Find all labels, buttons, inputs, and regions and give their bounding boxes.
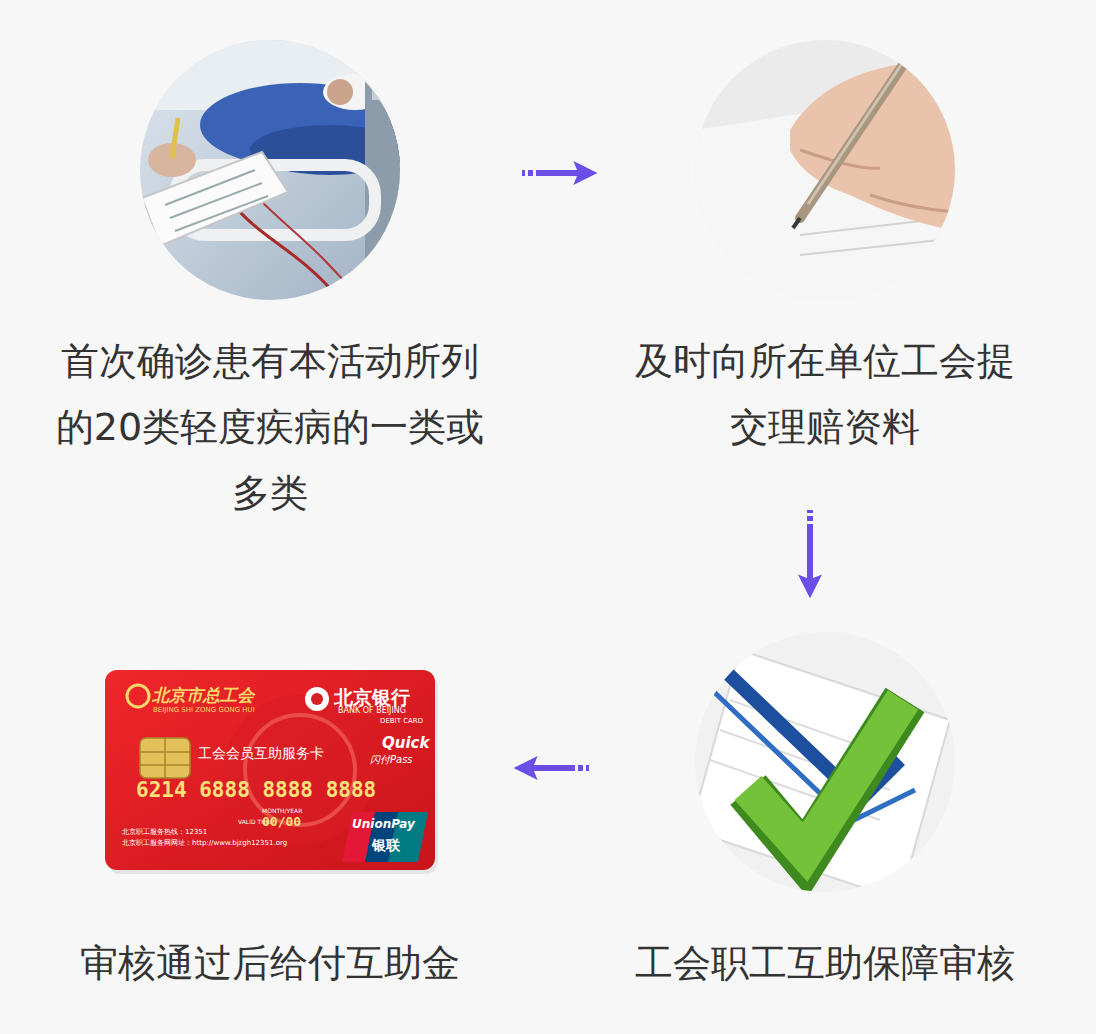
step-caption: 及时向所在单位工会提交理赔资料 [620,328,1030,460]
card-text: UnionPay [352,818,415,831]
step-caption: 审核通过后给付互助金 [45,930,495,996]
illustration-part [793,218,800,228]
illustration-part [140,40,400,300]
card-text: 6214 6888 8888 8888 [136,779,376,802]
card-text: MONTH/YEAR [262,808,302,815]
illustration-part [311,693,323,705]
illustration-part [105,670,435,870]
illustration-part [140,738,190,778]
card-text: BEIJING SHI ZONG GONG HUI [153,707,255,715]
illustration-part [808,62,903,204]
illustration-part [790,60,955,230]
step-caption: 首次确诊患有本活动所列的20类轻度疾病的一类或多类 [45,328,495,526]
check-photo [690,632,955,900]
flow-arrow [522,170,589,176]
illustration-part [260,200,360,300]
illustration-part [695,40,955,300]
flow-arrow [522,765,589,771]
illustration-part [870,195,955,212]
card-text: 闪付Pass [370,754,413,765]
flow-arrow [807,510,813,590]
hospital-photo [140,40,410,300]
card-text: 银联 [372,838,400,853]
illustration-part [365,40,405,300]
step-node: 及时向所在单位工会提交理赔资料 [595,38,1055,470]
illustration-part [800,220,930,235]
illustration-part [127,685,149,707]
card-text: BANK OF BEIJING [338,707,406,716]
illustration-part [170,183,262,218]
bank-card [105,670,438,874]
card-text: 北京职工服务网网址：http://www.bjzgh12351.org [122,840,287,848]
illustration-part [172,118,178,158]
illustration-part [800,62,905,218]
card-text: Quick [382,735,429,752]
illustration-part [372,70,396,100]
illustration-part [164,738,166,778]
illustration-part [230,200,340,300]
illustration-part [245,715,355,825]
illustration-part [327,79,353,105]
illustration-part [748,700,905,858]
card-text: 00/00 [262,815,301,829]
step-node: 首次确诊患有本活动所列的20类轻度疾病的一类或多类 [40,38,500,536]
illustration-part [305,687,329,711]
illustration-part [748,700,903,852]
illustration-part [690,650,950,900]
card-text: 北京市总工会 [152,686,254,705]
card-text: DEBIT CARD [380,718,423,726]
card-text: 工会会员互助服务卡 [198,746,324,761]
step-node: 工会职工互助保障审核 [595,630,1055,1006]
illustration-part [800,240,940,255]
step-caption: 工会职工互助保障审核 [600,930,1050,996]
card-text: 北京银行 [334,687,410,708]
card-text: 北京职工服务热线：12351 [122,829,207,837]
illustration-part [175,196,268,231]
writing-photo [695,40,955,300]
